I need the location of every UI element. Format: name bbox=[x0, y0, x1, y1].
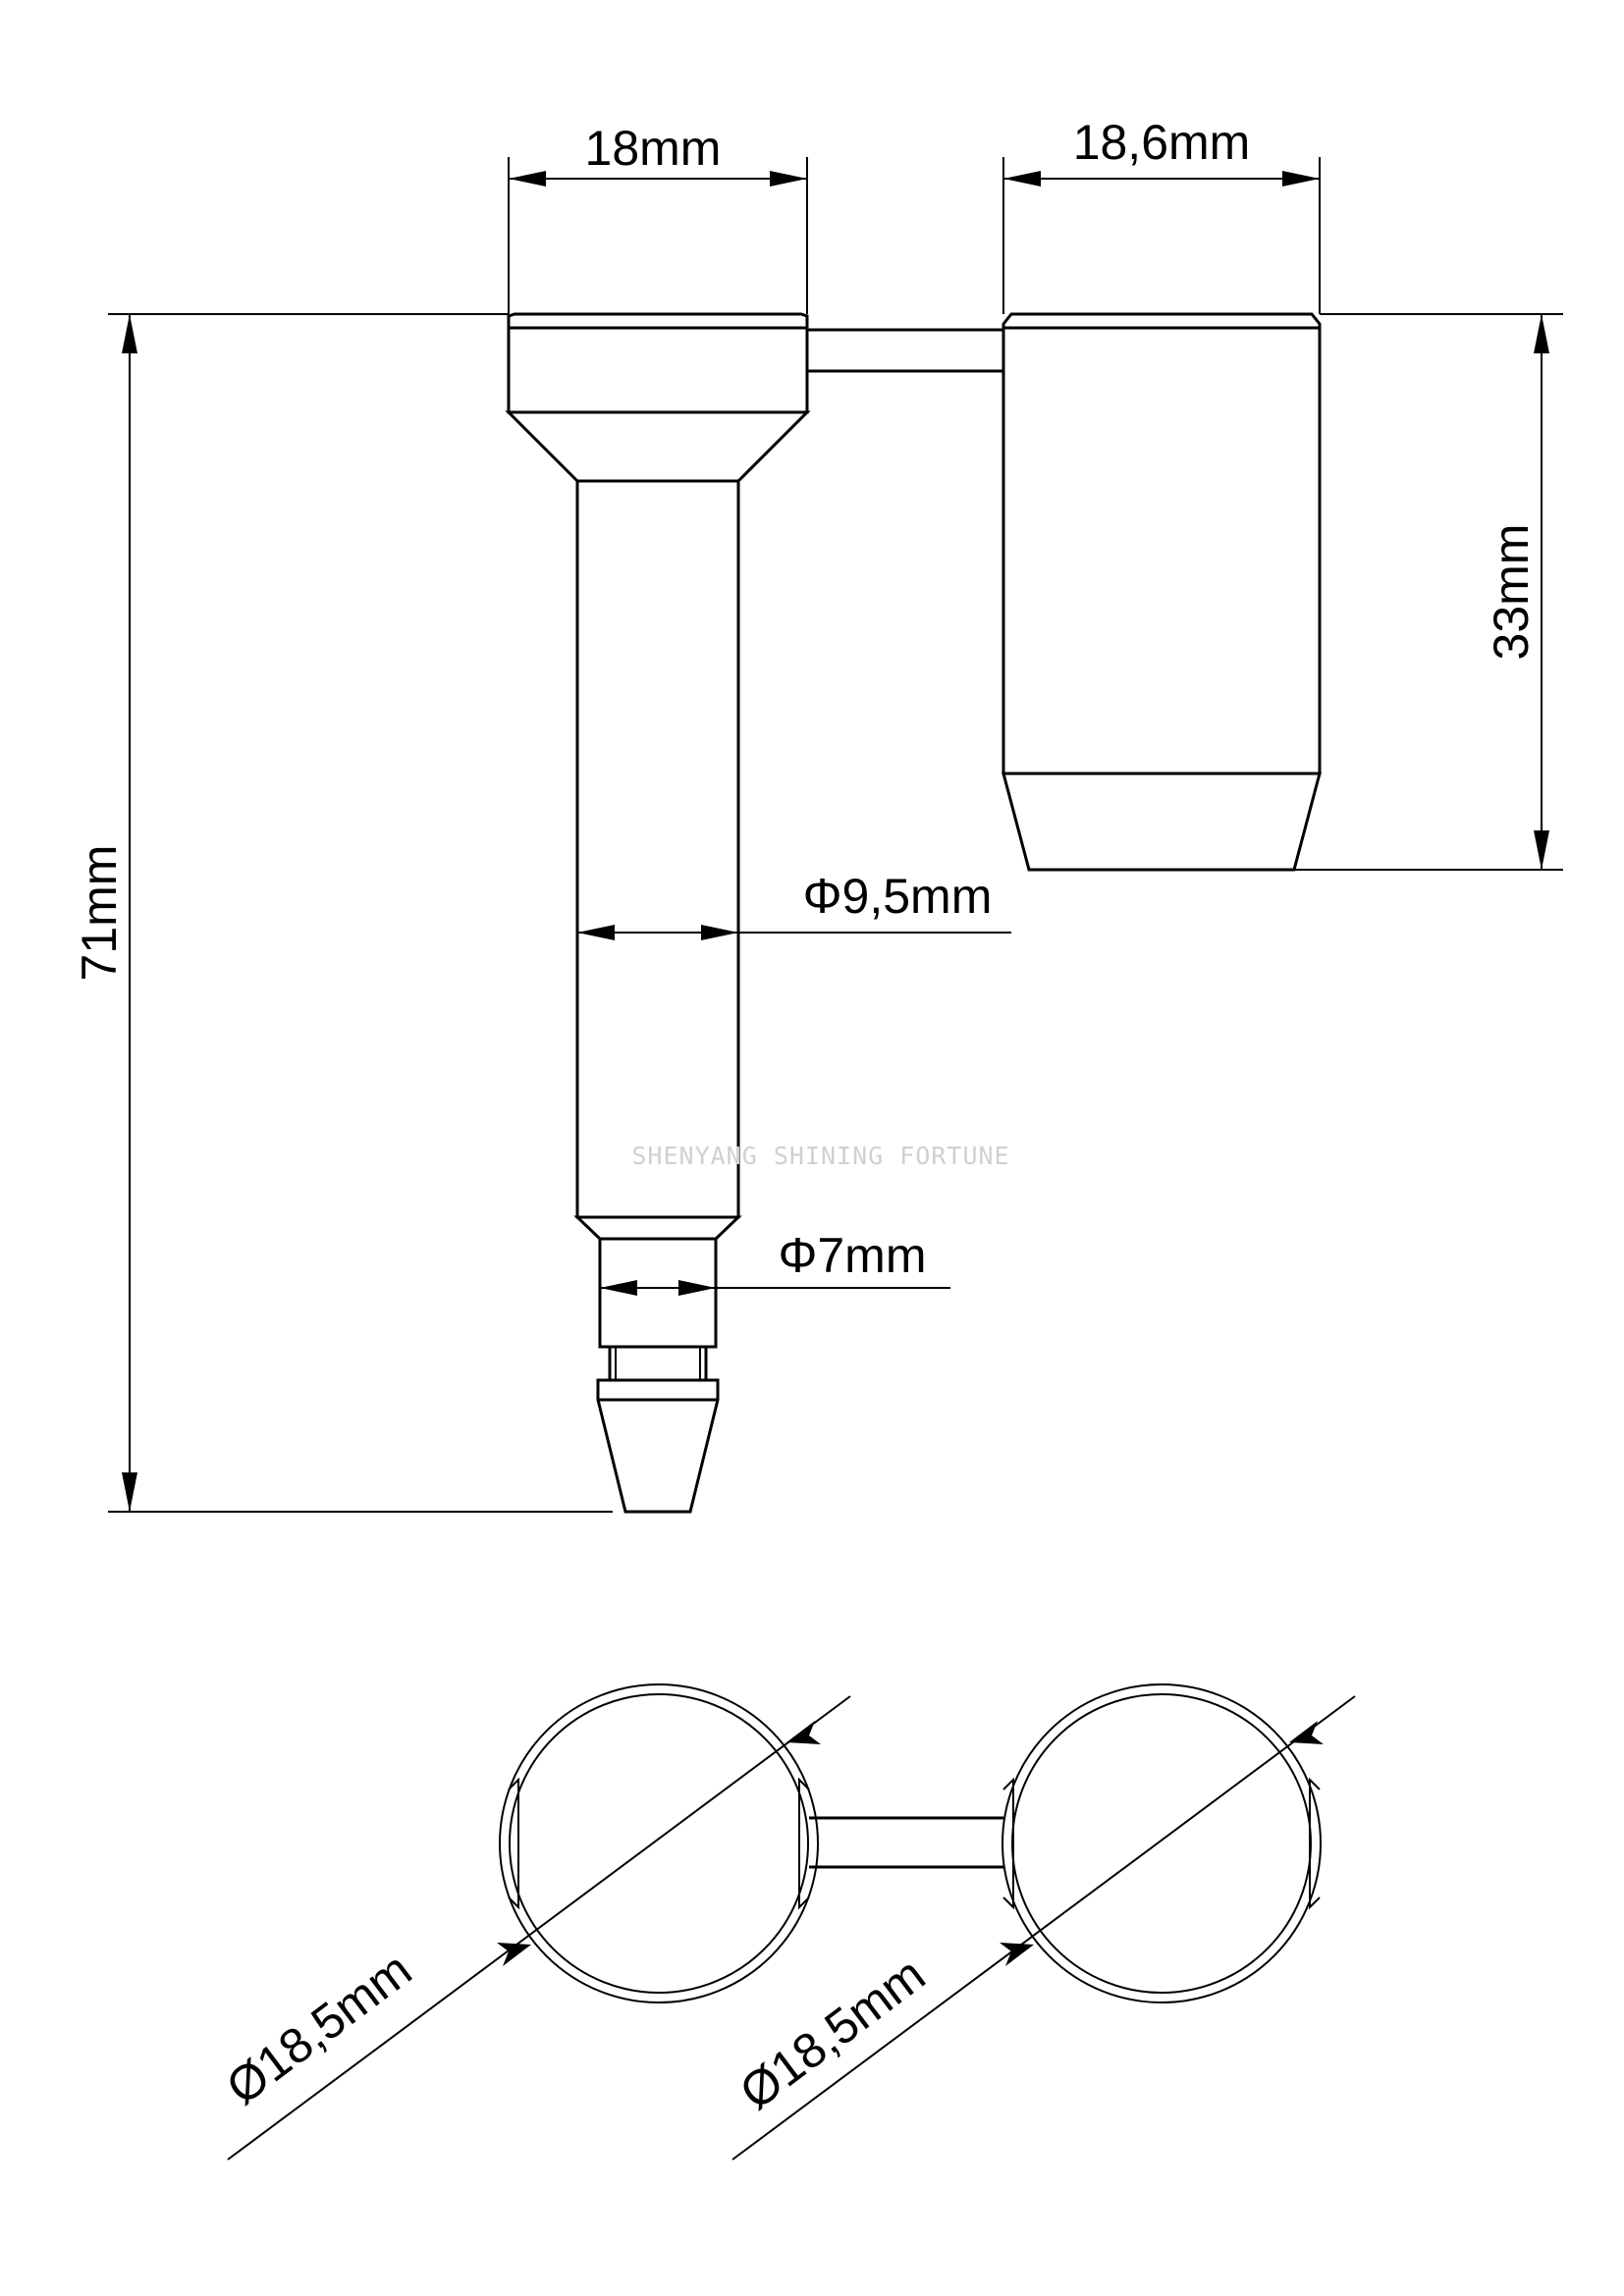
arrow-head bbox=[1282, 171, 1320, 187]
lock-body bbox=[1001, 312, 1322, 872]
dim-lock-height: 33mm bbox=[1294, 313, 1563, 871]
dim-right-circle-diameter: Ø18,5mm bbox=[730, 1695, 1356, 2161]
bolt-neck bbox=[505, 410, 811, 483]
right-circle-diameter-label: Ø18,5mm bbox=[730, 1947, 935, 2120]
lock-taper bbox=[1001, 772, 1322, 872]
dim-overall-length: 71mm bbox=[72, 313, 613, 1513]
dim-lock-width: 18,6mm bbox=[1002, 115, 1321, 314]
left-circle-diameter-label: Ø18,5mm bbox=[216, 1942, 421, 2115]
overall-length-label: 71mm bbox=[72, 845, 127, 982]
lock-height-label: 33mm bbox=[1484, 524, 1539, 661]
arrow-head bbox=[1000, 1943, 1034, 1966]
arrow-head bbox=[701, 925, 738, 940]
lock-barrel bbox=[1001, 312, 1322, 775]
right-circle bbox=[1001, 1683, 1322, 2003]
dim-bolt-head-width: 18mm bbox=[508, 121, 808, 314]
left-circle bbox=[499, 1683, 819, 2003]
dim-shaft-diameter: Φ9,5mm bbox=[577, 869, 1011, 940]
arrow-head bbox=[786, 1721, 821, 1744]
arrow-head bbox=[509, 171, 546, 187]
lock-width-label: 18,6mm bbox=[1073, 115, 1251, 170]
bolt-groove bbox=[608, 1345, 708, 1382]
connector-strip bbox=[807, 328, 1003, 373]
bolt-tip-section bbox=[598, 1237, 718, 1349]
arrow-head bbox=[1534, 314, 1549, 353]
bolt-shoulder bbox=[573, 1215, 742, 1241]
arrow-head bbox=[678, 1280, 716, 1296]
arrow-head bbox=[577, 925, 615, 940]
bolt-pin bbox=[505, 312, 811, 1514]
arrow-head bbox=[497, 1943, 531, 1966]
arrow-head bbox=[1003, 171, 1041, 187]
arrow-head bbox=[122, 1472, 137, 1512]
arrow-head bbox=[1289, 1721, 1324, 1744]
arrow-head bbox=[770, 171, 807, 187]
top-view: Ø18,5mm Ø18,5mm bbox=[216, 1683, 1356, 2161]
top-connector-strip bbox=[809, 1816, 1003, 1869]
bolt-shaft bbox=[575, 479, 740, 1219]
arrow-head bbox=[1534, 830, 1549, 870]
bolt-head-width-label: 18mm bbox=[585, 121, 722, 176]
front-view: 18mm 18,6mm 71mm 33mm bbox=[72, 115, 1563, 1514]
arrow-head bbox=[122, 314, 137, 353]
tip-diameter-label: Φ7mm bbox=[778, 1228, 926, 1283]
shaft-diameter-label: Φ9,5mm bbox=[803, 869, 993, 924]
dim-tip-diameter: Φ7mm bbox=[600, 1228, 950, 1296]
arrow-head bbox=[600, 1280, 637, 1296]
watermark: SHENYANG SHINING FORTUNE bbox=[631, 1142, 1009, 1170]
